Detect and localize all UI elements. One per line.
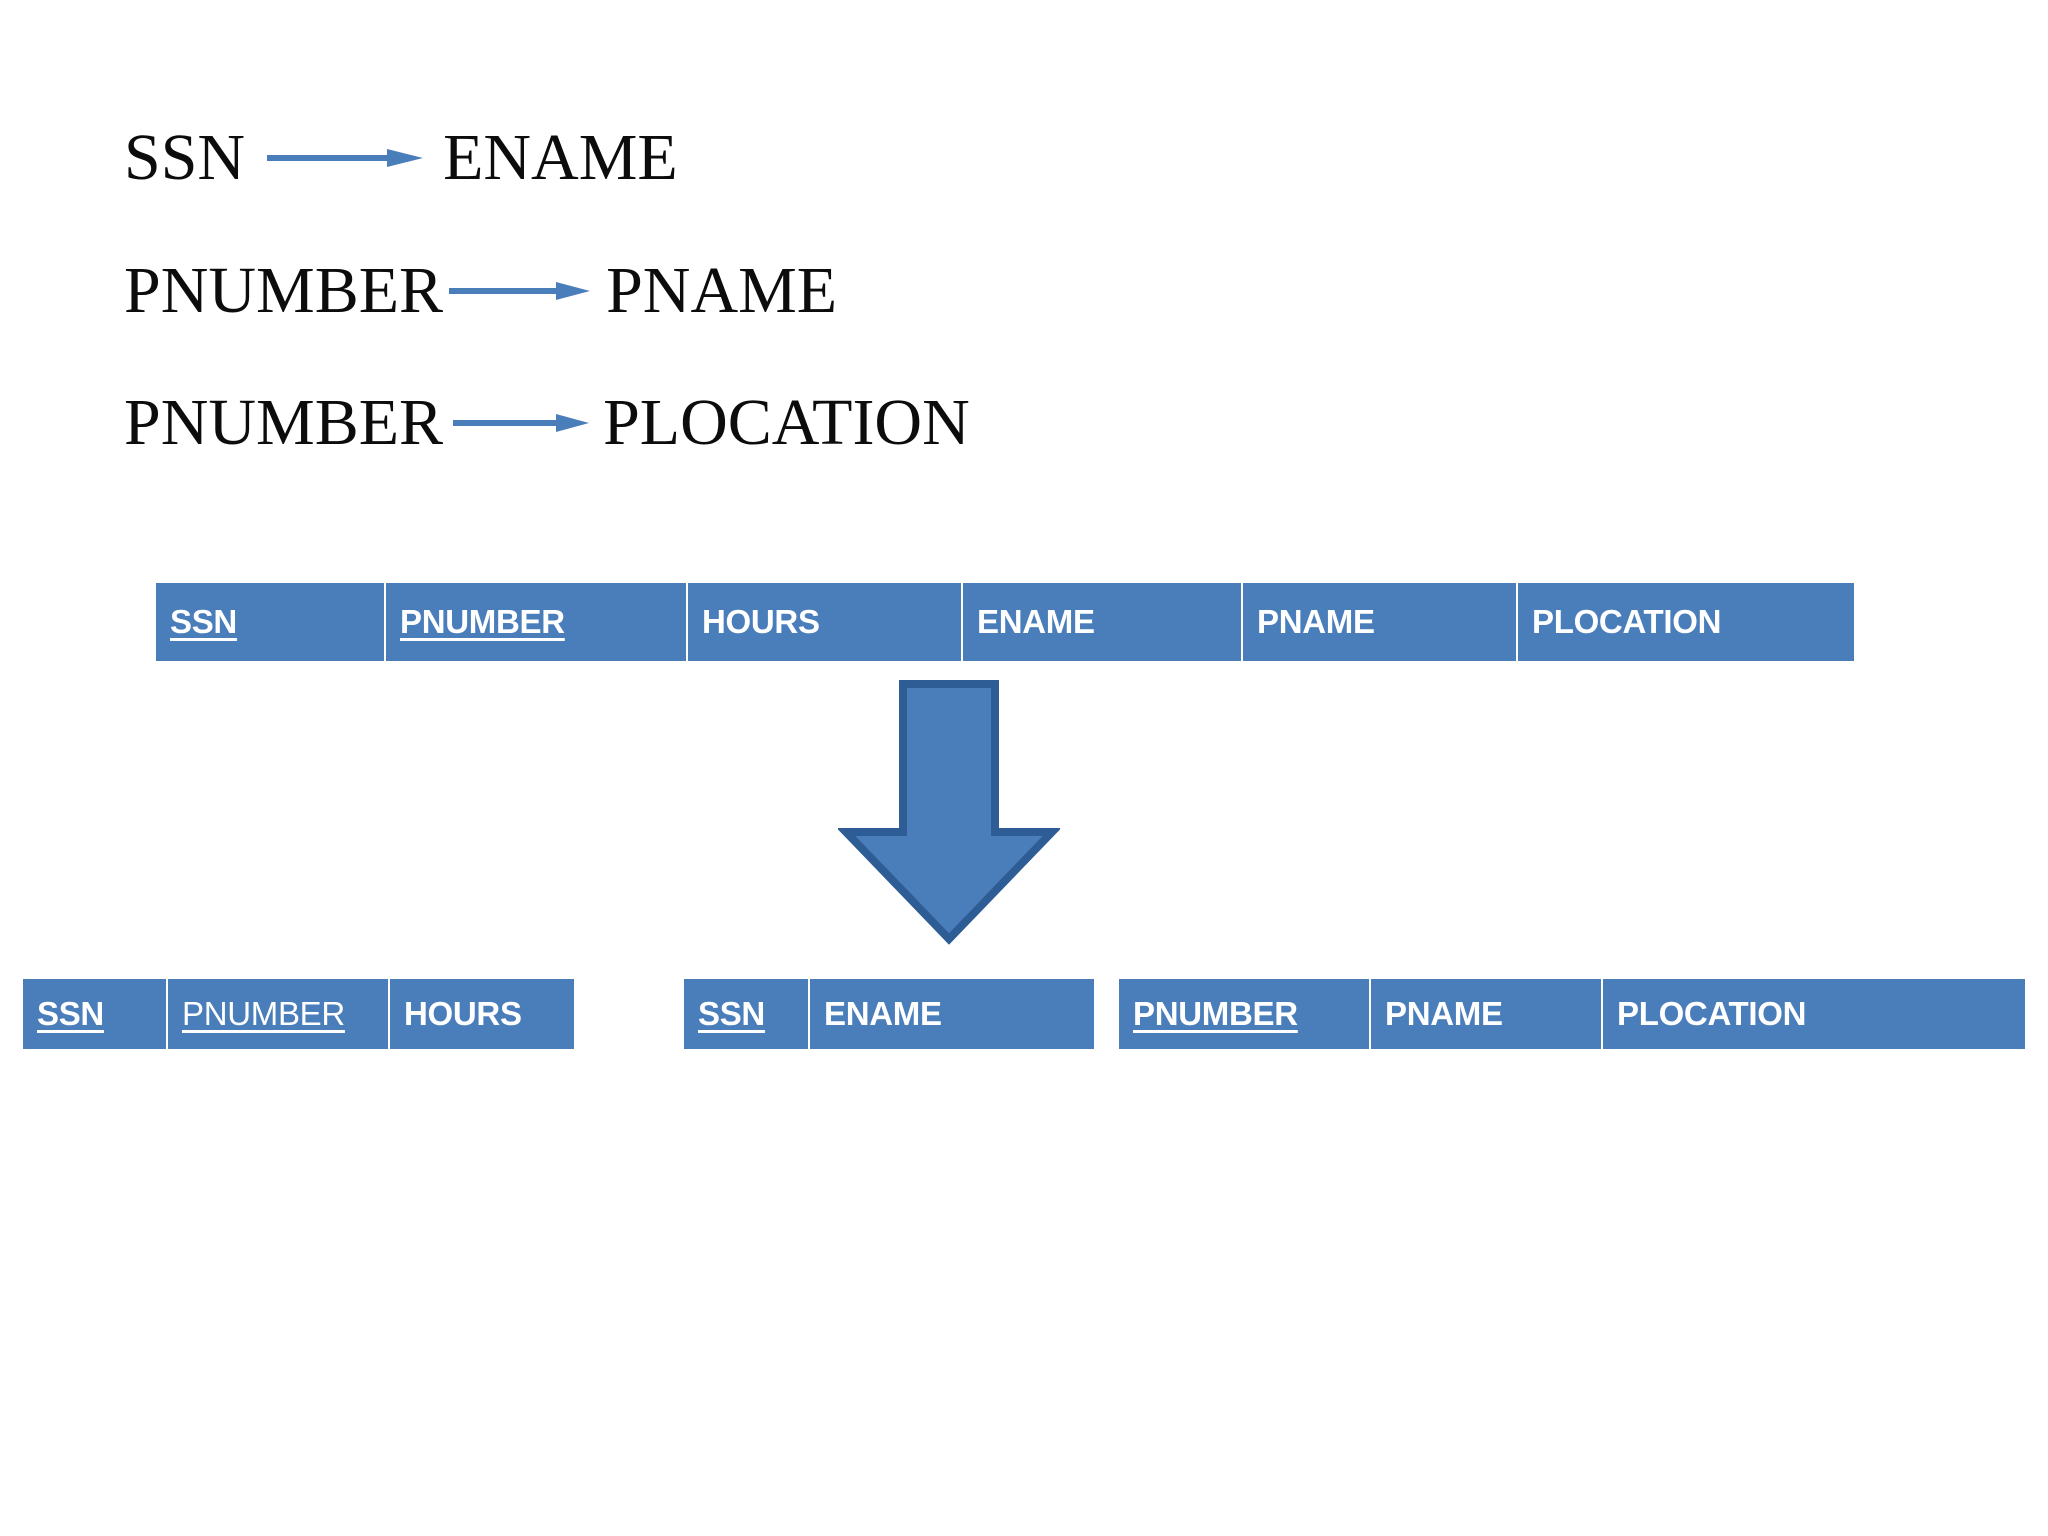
- fd-dependent: PNAME: [606, 254, 838, 327]
- column-label: PNUMBER: [1133, 995, 1298, 1032]
- fd-dependent: PLOCATION: [603, 386, 970, 459]
- column-label: SSN: [698, 995, 765, 1032]
- column-header-pnumber[interactable]: PNUMBER: [1118, 978, 1370, 1050]
- functional-dependency-row-1: SSN ENAME: [124, 125, 678, 191]
- column-header-pnumber[interactable]: PNUMBER: [385, 583, 687, 661]
- column-label: HOURS: [404, 995, 522, 1032]
- functional-dependency-row-3: PNUMBER PLOCATION: [124, 390, 970, 456]
- original-relation-table: SSN PNUMBER HOURS ENAME PNAME PLOCATION: [155, 583, 1855, 661]
- decomposed-relation-project: PNUMBER PNAME PLOCATION: [1118, 978, 2026, 1050]
- column-label: PNUMBER: [182, 995, 345, 1032]
- right-arrow-icon: [453, 401, 593, 445]
- column-label: PNAME: [1257, 603, 1375, 640]
- column-header-pname[interactable]: PNAME: [1370, 978, 1602, 1050]
- column-header-plocation[interactable]: PLOCATION: [1602, 978, 2026, 1050]
- column-header-ssn[interactable]: SSN: [683, 978, 809, 1050]
- column-label: PLOCATION: [1532, 603, 1722, 640]
- column-header-ename[interactable]: ENAME: [809, 978, 1095, 1050]
- column-header-ename[interactable]: ENAME: [962, 583, 1242, 661]
- column-label: ENAME: [824, 995, 942, 1032]
- column-header-pname[interactable]: PNAME: [1242, 583, 1517, 661]
- column-label: ENAME: [977, 603, 1095, 640]
- down-arrow-icon: [838, 680, 1060, 945]
- fd-determinant: PNUMBER: [124, 254, 444, 327]
- column-header-hours[interactable]: HOURS: [389, 978, 575, 1050]
- decomposed-relation-works-on: SSN PNUMBER HOURS: [22, 978, 675, 1050]
- column-label: SSN: [170, 603, 237, 640]
- fd-determinant: PNUMBER: [124, 386, 444, 459]
- column-header-ssn[interactable]: SSN: [155, 583, 385, 661]
- column-header-pnumber[interactable]: PNUMBER: [167, 978, 389, 1050]
- column-label: PNAME: [1385, 995, 1503, 1032]
- column-label: HOURS: [702, 603, 820, 640]
- right-arrow-icon: [267, 136, 427, 180]
- fd-determinant: SSN: [124, 121, 246, 194]
- right-arrow-icon: [449, 269, 594, 313]
- column-label: PNUMBER: [400, 603, 565, 640]
- fd-dependent: ENAME: [443, 121, 678, 194]
- decomposed-relation-employee: SSN ENAME: [683, 978, 1095, 1050]
- functional-dependency-row-2: PNUMBER PNAME: [124, 258, 837, 324]
- column-header-hours[interactable]: HOURS: [687, 583, 962, 661]
- column-label: SSN: [37, 995, 104, 1032]
- column-label: PLOCATION: [1617, 995, 1807, 1032]
- column-header-plocation[interactable]: PLOCATION: [1517, 583, 1855, 661]
- column-header-ssn[interactable]: SSN: [22, 978, 167, 1050]
